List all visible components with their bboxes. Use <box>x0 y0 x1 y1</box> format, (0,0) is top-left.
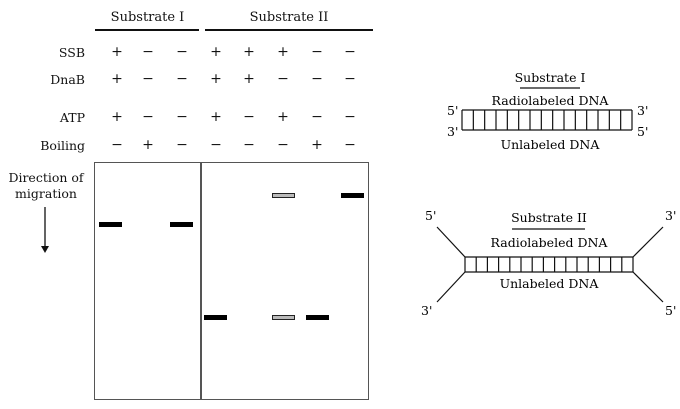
condition-value: − <box>243 137 255 153</box>
substrate-1-header: Substrate I <box>110 10 185 25</box>
gel-band-lane-4 <box>203 315 227 320</box>
condition-value: − <box>277 71 289 87</box>
condition-value: − <box>111 137 123 153</box>
substrate-2-bottom-left-end: 3' <box>421 303 432 318</box>
direction-label-line1: Direction of <box>8 170 84 185</box>
condition-value: − <box>344 137 356 153</box>
condition-value: + <box>111 44 123 60</box>
gel-band-lane-6 <box>271 193 295 198</box>
substrate-2-bottom-right-end: 5' <box>665 303 676 318</box>
condition-value: + <box>243 71 255 87</box>
condition-value: + <box>111 109 123 125</box>
condition-value: + <box>277 44 289 60</box>
gel-band-lane-6 <box>271 315 295 320</box>
substrate-1-top-right-end: 3' <box>637 103 648 118</box>
condition-value: − <box>344 109 356 125</box>
condition-value: + <box>210 44 222 60</box>
substrate-2-header-rule <box>205 29 373 31</box>
substrate-1-duplex <box>461 109 633 131</box>
condition-value: − <box>142 44 154 60</box>
condition-value: − <box>176 71 188 87</box>
condition-value: − <box>344 44 356 60</box>
substrate-2-fork-top-right <box>632 226 664 258</box>
substrate-2-diagram: 5' 3' Substrate II Radiolabeled DNA Unla… <box>421 208 676 318</box>
condition-value: − <box>142 71 154 87</box>
condition-value: − <box>311 44 323 60</box>
substrate-1-header-rule <box>95 29 199 31</box>
substrate-2-header: Substrate II <box>249 10 329 25</box>
condition-value: + <box>111 71 123 87</box>
direction-label-line2: migration <box>15 186 77 201</box>
condition-value: − <box>176 44 188 60</box>
condition-value: − <box>176 109 188 125</box>
substrate-2-fork-bottom-right <box>632 271 664 303</box>
substrate-2-top-right-end: 3' <box>665 208 676 223</box>
substrate-2-fork-bottom-left <box>436 271 466 303</box>
gel-band-lane-3 <box>169 222 193 227</box>
condition-value: + <box>142 137 154 153</box>
substrate-1-bottom-strand-label: Unlabeled DNA <box>501 137 601 152</box>
condition-label: DnaB <box>50 72 85 87</box>
substrate-2-top-left-end: 5' <box>425 208 436 223</box>
gel-band-lane-1 <box>98 222 122 227</box>
substrate-1-top-left-end: 5' <box>447 103 458 118</box>
condition-label: ATP <box>59 110 85 125</box>
condition-value: + <box>210 109 222 125</box>
condition-value: + <box>210 71 222 87</box>
condition-value: − <box>311 71 323 87</box>
condition-label: SSB <box>58 45 85 60</box>
condition-value: − <box>277 137 289 153</box>
condition-value: + <box>311 137 323 153</box>
condition-value: + <box>277 109 289 125</box>
condition-label: Boiling <box>40 138 85 153</box>
gel-band-lane-7 <box>305 315 329 320</box>
substrate-1-bottom-left-end: 3' <box>447 124 458 139</box>
down-arrow-icon <box>41 207 49 253</box>
substrate-2-bottom-strand-label: Unlabeled DNA <box>500 276 600 291</box>
gel-band-lane-8 <box>340 193 364 198</box>
substrate-2-title: Substrate II <box>511 210 587 225</box>
substrate-1-top-strand-label: Radiolabeled DNA <box>492 93 610 108</box>
condition-value: − <box>311 109 323 125</box>
condition-value: − <box>176 137 188 153</box>
substrate-1-title: Substrate I <box>515 70 586 85</box>
condition-value: − <box>210 137 222 153</box>
gel-divider <box>200 162 202 400</box>
substrate-1-diagram: Substrate I Radiolabeled DNA 5' 3' 3' 5'… <box>447 70 648 152</box>
substrate-1-bottom-right-end: 5' <box>637 124 648 139</box>
substrate-2-duplex <box>464 256 634 273</box>
direction-label: Direction of migration <box>8 170 84 202</box>
condition-value: + <box>243 44 255 60</box>
gel <box>94 162 369 400</box>
condition-value: − <box>243 109 255 125</box>
substrate-2-top-strand-label: Radiolabeled DNA <box>491 235 609 250</box>
condition-value: − <box>344 71 356 87</box>
condition-value: − <box>142 109 154 125</box>
substrate-2-fork-top-left <box>436 226 466 258</box>
